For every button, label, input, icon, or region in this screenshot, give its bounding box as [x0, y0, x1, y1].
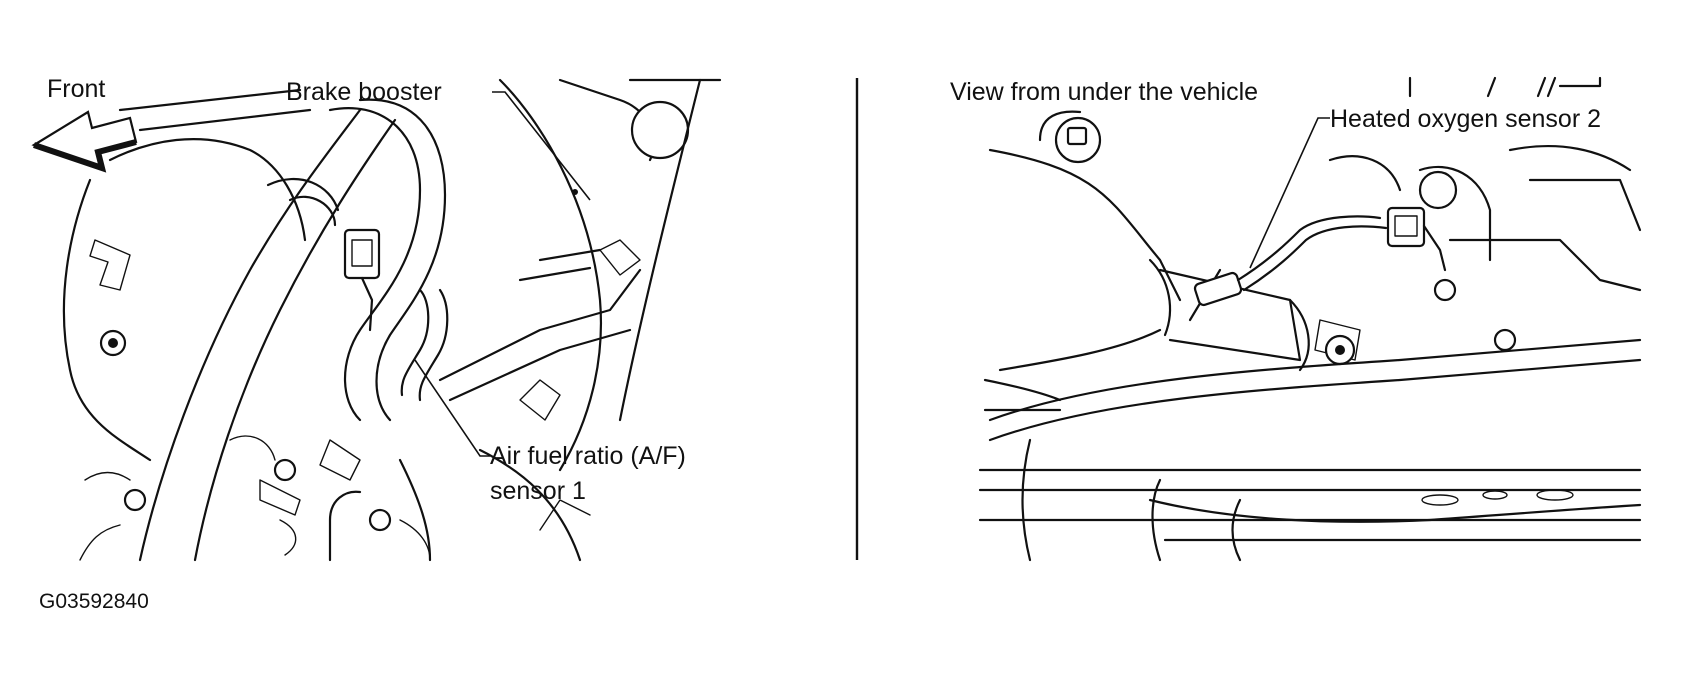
under-vehicle-illustration: [978, 76, 1642, 562]
view-caption: View from under the vehicle: [950, 78, 1259, 106]
engine-bay-illustration: [31, 78, 722, 562]
af-sensor-leader: [414, 359, 490, 457]
front-arrow-icon: [31, 110, 138, 173]
af-sensor-label-line2: sensor 1: [490, 477, 586, 505]
heated-o2-leader: [1249, 117, 1330, 269]
front-label: Front: [47, 75, 106, 103]
brake-booster-leader: [492, 91, 591, 201]
heated-o2-sensor-label: Heated oxygen sensor 2: [1330, 105, 1602, 133]
figure-code: G03592840: [39, 590, 149, 613]
brake-booster-label: Brake booster: [286, 78, 442, 106]
af-sensor-label-line1: Air fuel ratio (A/F): [490, 442, 686, 470]
